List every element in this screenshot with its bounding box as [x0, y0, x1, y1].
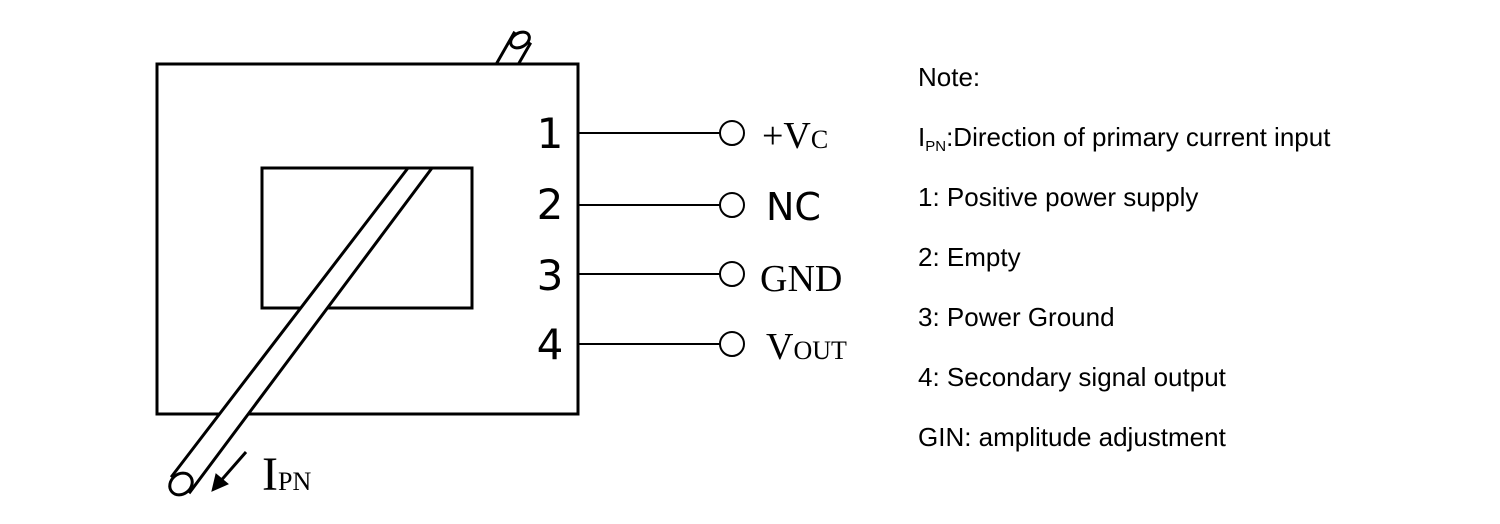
note-ipn: IPN:Direction of primary current input — [918, 122, 1331, 155]
note-ipn-text: :Direction of primary current input — [946, 122, 1331, 152]
pin-1: 1 +VC — [537, 109, 829, 158]
primary-conductor-end — [168, 471, 194, 497]
pin-terminal — [719, 331, 745, 357]
primary-conductor — [168, 166, 435, 497]
current-label-main: I — [262, 448, 278, 501]
pin-2: 2 NC — [537, 180, 821, 229]
pin-label: NC — [766, 185, 821, 229]
pin-label: VOUT — [766, 326, 847, 368]
note-item: 1: Positive power supply — [918, 182, 1199, 212]
pin-3: 3 GND — [537, 251, 843, 300]
pin-number: 4 — [537, 320, 564, 369]
pin-number: 3 — [537, 251, 564, 300]
current-label-sub: PN — [278, 467, 311, 496]
pin-terminal — [719, 261, 745, 287]
note-item: GIN: amplitude adjustment — [918, 422, 1226, 452]
note-item: 2: Empty — [918, 242, 1021, 272]
current-label: IPN — [262, 448, 311, 501]
pin-label: GND — [760, 258, 842, 300]
pin-number: 1 — [537, 109, 564, 158]
pin-label: +VC — [762, 115, 828, 157]
sensor-wiring-diagram: IPN 1 +VC 2 NC 3 GND 4 VOUT — [155, 30, 847, 501]
note-ipn-main: I — [918, 122, 926, 152]
pin-terminal — [719, 192, 745, 218]
pin-4: 4 VOUT — [537, 320, 847, 369]
pin-number: 2 — [537, 180, 564, 229]
pin-terminal — [719, 120, 745, 146]
note-item: 4: Secondary signal output — [918, 362, 1226, 392]
sensor-aperture — [260, 166, 474, 310]
current-direction-arrow — [211, 451, 248, 492]
notes-title: Note: — [918, 62, 981, 92]
note-ipn-sub: PN — [925, 138, 947, 155]
note-item: 3: Power Ground — [918, 302, 1115, 332]
